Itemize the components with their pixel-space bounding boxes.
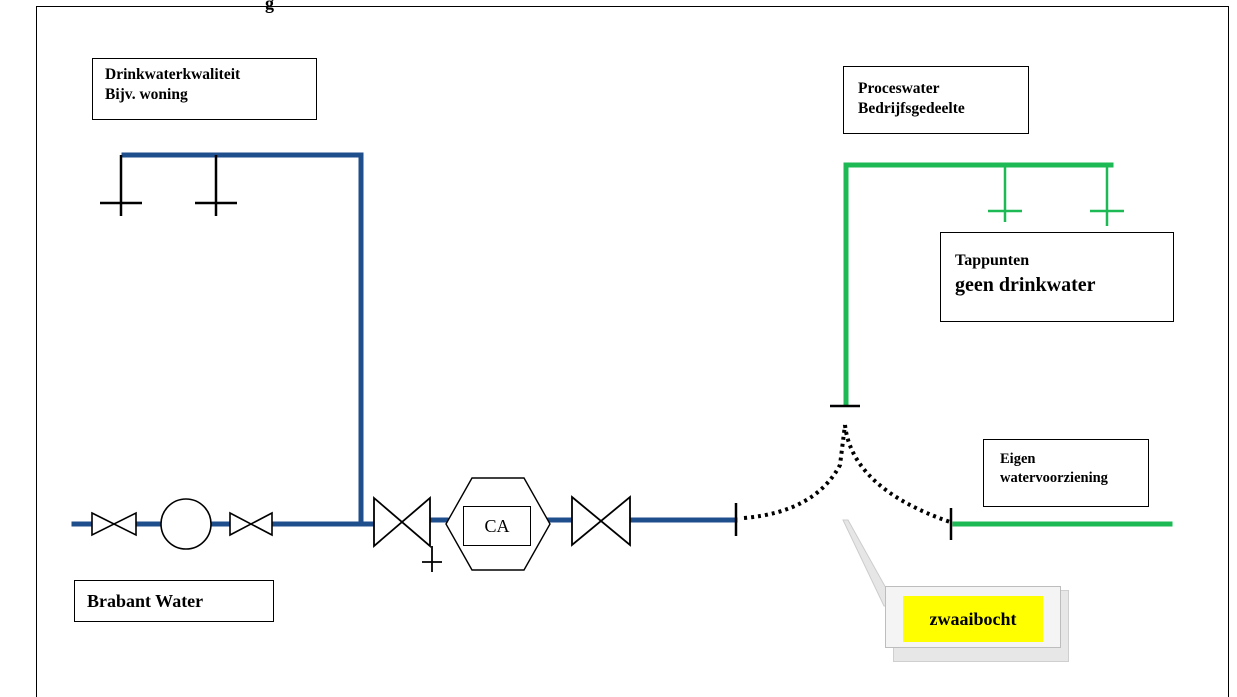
zwaaibocht-label: zwaaibocht [903,596,1043,642]
valve-icon [91,511,137,537]
stop-valve-icon [373,496,442,572]
tappunten-line-2: geen drinkwater [955,273,1096,296]
woning-taps [100,155,237,216]
diagram-canvas: g [36,0,1229,697]
tappunten-label: Tappunten geen drinkwater [940,232,1174,322]
diagram-frame: g [36,0,1229,697]
green-taps [988,165,1124,226]
eigen-line-2: watervoorziening [1000,469,1108,486]
proceswater-label: Proceswater Bedrijfsgedeelte [843,66,1029,134]
proceswater-line-1: Proceswater [858,80,940,97]
proceswater-line-2: Bedrijfsgedeelte [858,100,965,118]
pipe-riser-to-woning [121,152,364,527]
valve-icon [571,495,631,547]
eigen-watervoorziening-label: Eigen watervoorziening [983,439,1149,507]
eigen-line-1: Eigen [1000,451,1036,467]
brabant-text: Brabant Water [87,591,204,611]
drinkwater-line-2: Bijv. woning [105,86,188,104]
zwaaibocht-dotted [743,424,951,524]
ca-label: CA [463,506,531,546]
drinkwater-label: Drinkwaterkwaliteit Bijv. woning [92,58,317,120]
valve-icon [229,511,273,537]
water-meter-icon [160,498,212,550]
title-fragment: g [265,0,274,13]
proceswater-pipes [843,162,1173,527]
drinkwater-pipes [71,152,738,527]
brabant-water-label: Brabant Water [74,580,274,622]
drinkwater-line-1: Drinkwaterkwaliteit [105,66,241,83]
tappunten-line-1: Tappunten [955,252,1030,269]
